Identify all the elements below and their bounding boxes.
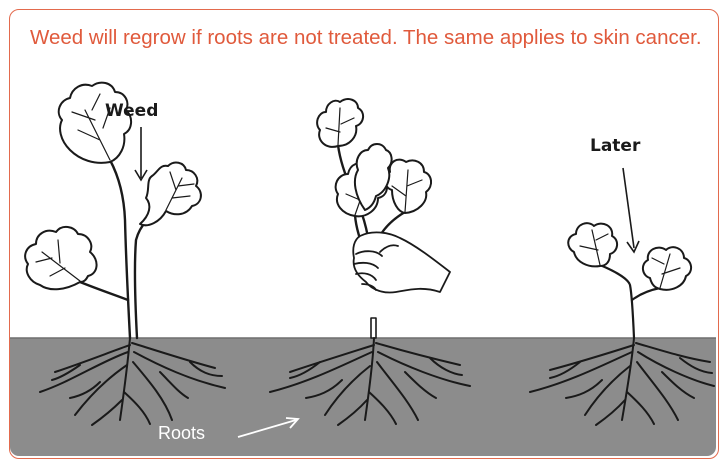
weed-leaf-top: [59, 83, 131, 163]
later-arrow: [623, 168, 639, 252]
later-label: Later: [590, 136, 640, 156]
weed-label: Weed: [105, 101, 158, 121]
hand: [353, 232, 450, 292]
weed-leaf-left: [25, 227, 96, 289]
roots-label: Roots: [158, 423, 205, 444]
weed-arrow: [135, 127, 147, 180]
